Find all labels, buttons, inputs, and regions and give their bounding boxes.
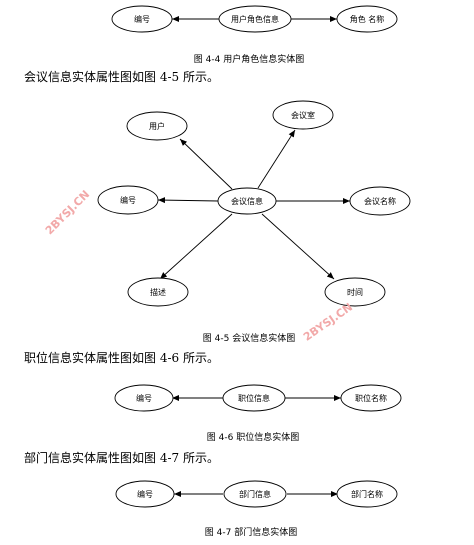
figure-4-5: 用户 会议室 编号 会议信息 会议名称 描述 时间 图 4-5 会议信息实体图	[97, 100, 411, 344]
paragraph-4-5: 会议信息实体属性图如图 4-5 所示。	[24, 69, 219, 84]
node-fig46-right	[340, 384, 402, 412]
label-fig47-center: 部门信息	[239, 489, 271, 499]
label-fig47-left: 编号	[137, 489, 153, 499]
label-fig45-center: 会议信息	[231, 196, 263, 206]
label-fig45-desc: 描述	[150, 287, 166, 297]
watermark-left: 2BYSJ.CN	[43, 188, 92, 237]
paragraph-4-7: 部门信息实体属性图如图 4-7 所示。	[24, 450, 219, 465]
label-fig47-right: 部门名称	[351, 489, 383, 499]
watermark-right: 2BYSJ.CN	[301, 300, 355, 343]
node-fig45-name	[349, 186, 411, 216]
node-fig45-center	[217, 187, 277, 215]
paragraph-4-6: 职位信息实体属性图如图 4-6 所示。	[24, 350, 219, 365]
node-fig45-desc	[127, 277, 189, 307]
node-fig47-left	[115, 480, 175, 508]
node-fig45-room	[272, 100, 334, 130]
node-fig46-center	[222, 384, 286, 412]
node-fig47-right	[336, 480, 398, 508]
node-fig47-center	[223, 480, 287, 508]
label-fig44-center: 用户角色信息	[231, 14, 279, 24]
label-fig45-id: 编号	[120, 195, 136, 205]
label-fig45-time: 时间	[347, 287, 363, 297]
edge-fig45-id	[157, 197, 219, 204]
edge-fig45-room	[257, 129, 296, 189]
node-fig44-center	[218, 5, 292, 33]
caption-fig45: 图 4-5 会议信息实体图	[203, 332, 295, 344]
node-fig46-left	[114, 384, 174, 412]
node-fig45-user	[126, 111, 188, 141]
node-fig44-left	[111, 5, 173, 33]
label-fig45-name: 会议名称	[364, 196, 396, 206]
label-fig46-center: 职位信息	[238, 393, 270, 403]
figure-4-4: 编号 用户角色信息 角色 名称 图 4-4 用户角色信息实体图	[111, 5, 398, 65]
caption-fig44: 图 4-4 用户角色信息实体图	[194, 53, 304, 65]
edge-fig45-time	[261, 213, 335, 280]
label-fig44-right: 角色 名称	[350, 14, 385, 24]
node-fig44-right	[336, 5, 398, 33]
node-fig45-time	[324, 277, 386, 307]
label-fig44-left: 编号	[134, 14, 150, 24]
figure-4-7: 编号 部门信息 部门名称 图 4-7 部门信息实体图	[115, 480, 398, 538]
node-fig45-id	[97, 185, 159, 215]
label-fig46-right: 职位名称	[355, 393, 387, 403]
caption-fig46: 图 4-6 职位信息实体图	[207, 431, 299, 443]
label-fig45-room: 会议室	[291, 110, 315, 120]
label-fig46-left: 编号	[136, 393, 152, 403]
caption-fig47: 图 4-7 部门信息实体图	[205, 526, 297, 538]
edge-fig45-desc	[159, 213, 233, 280]
figure-4-6: 编号 职位信息 职位名称 图 4-6 职位信息实体图	[114, 384, 402, 443]
label-fig45-user: 用户	[149, 121, 165, 131]
edge-fig45-user	[179, 138, 233, 190]
